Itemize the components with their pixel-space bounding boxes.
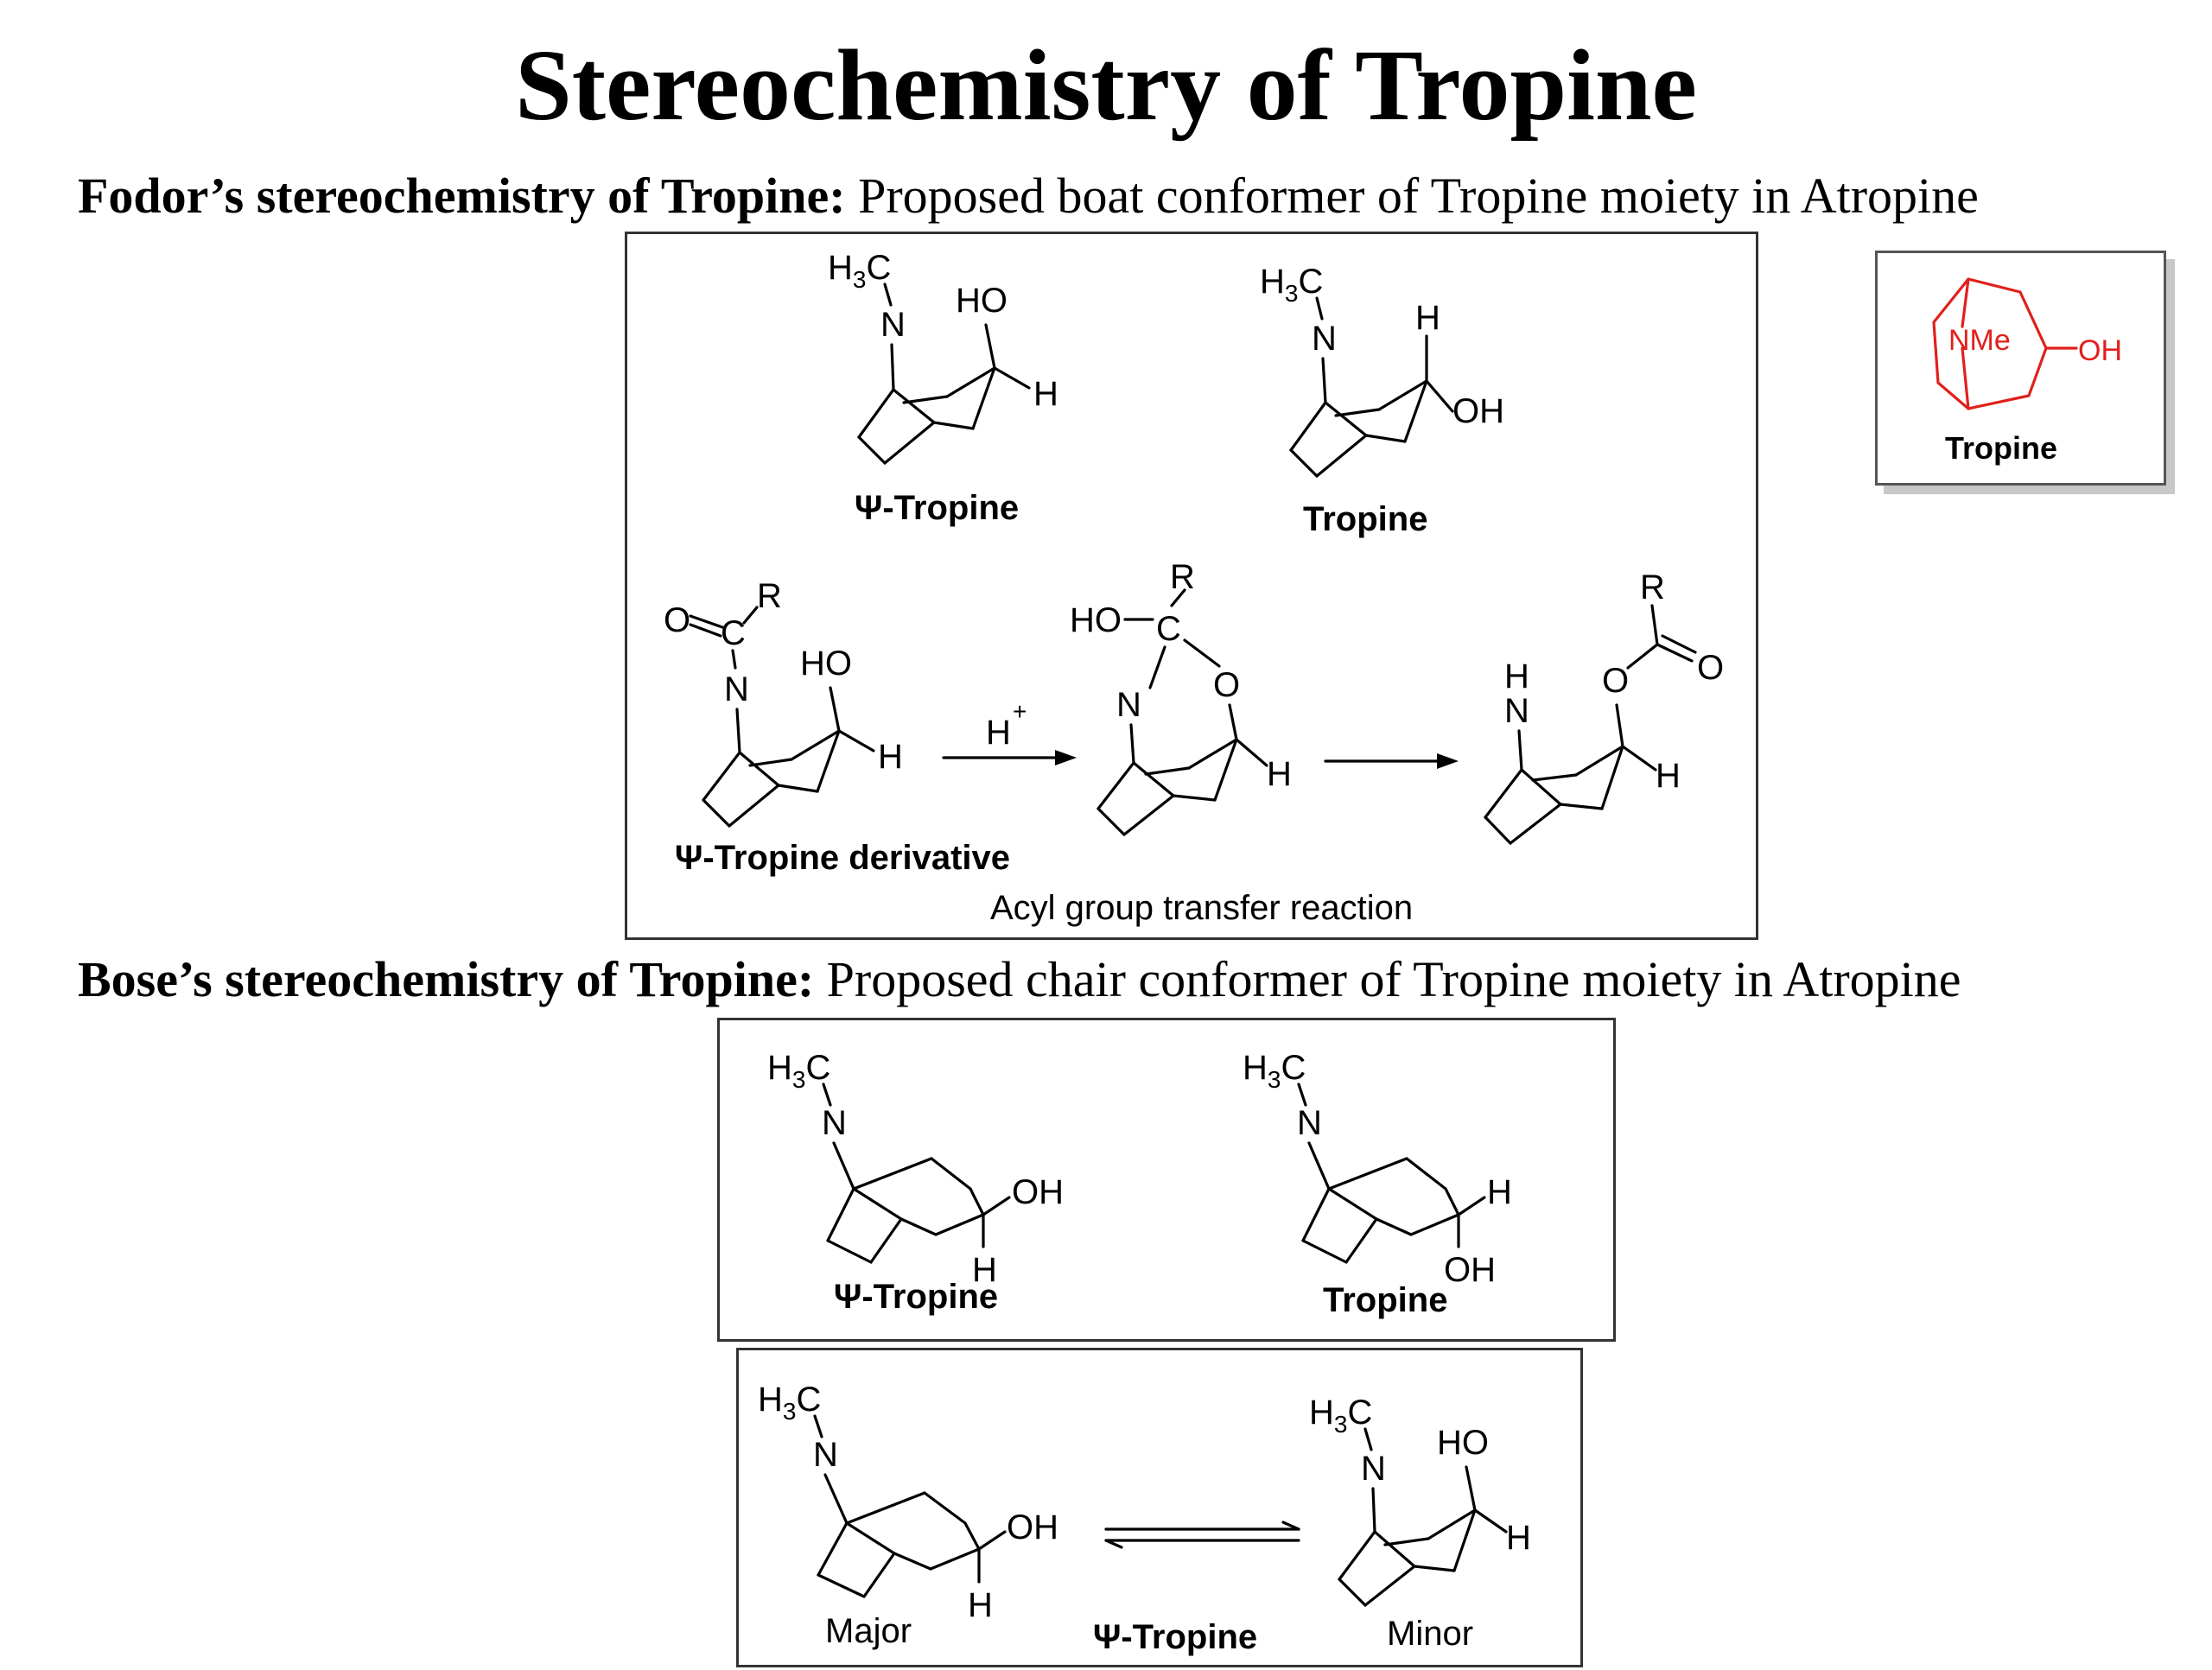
acyl-transfer-product-structure: H N H O R O: [1484, 568, 1724, 845]
h3c-atom-label: H3C: [1243, 1049, 1306, 1093]
acyl-transfer-caption: Acyl group transfer reaction: [990, 889, 1414, 927]
h-atom-label: H: [878, 738, 903, 776]
bose-heading-bold: Bose’s stereochemistry of Tropine:: [78, 951, 815, 1007]
equilibrium-arrows: [1104, 1521, 1300, 1549]
psi-tropine-boat-structure: H3C N HO H: [828, 249, 1058, 465]
oh-label: OH: [2078, 334, 2122, 367]
bose-structures: H3C N OH H H3C N: [767, 1049, 1512, 1289]
fodor-heading-text: Proposed boat conformer of Tropine moiet…: [845, 168, 1979, 224]
h-atom-label: H: [1506, 1519, 1531, 1557]
h3c-atom-label: H3C: [828, 249, 891, 293]
n-atom-label: N: [880, 306, 906, 344]
o-atom-label: O: [1602, 662, 1629, 700]
ho-atom-label: HO: [1437, 1424, 1489, 1462]
h3c-atom-label: H3C: [1260, 263, 1323, 307]
h-atom-label: H: [972, 1251, 997, 1289]
h-atom-label: H: [1487, 1173, 1512, 1211]
fodor-boat-conformer-panel: H3C N HO H H3C N: [625, 232, 1758, 940]
c-atom-label: C: [1156, 610, 1181, 648]
tropine-boat-structure: H3C N H OH: [1260, 263, 1504, 478]
fodor-heading-bold: Fodor’s stereochemistry of Tropine:: [78, 168, 846, 224]
ho-atom-label: HO: [1070, 601, 1122, 639]
h-plus-reagent-label: H: [986, 714, 1011, 752]
ho-atom-label: HO: [956, 282, 1007, 320]
nh-h-atom-label: H: [1504, 657, 1529, 695]
reaction-arrow: [1324, 753, 1459, 769]
equilibrium-structures: H3C N OH H H3C: [758, 1381, 1531, 1624]
equilibrium-psi-tropine-label: Ψ-Tropine: [1093, 1618, 1258, 1656]
r-atom-label: R: [757, 577, 782, 615]
bose-heading: Bose’s stereochemistry of Tropine: Propo…: [78, 955, 1961, 1005]
bose-equilibrium-panel: H3C N OH H H3C: [736, 1348, 1583, 1667]
tropine-inset-label: Tropine: [1945, 430, 2058, 466]
n-atom-label: N: [822, 1104, 847, 1142]
bose-tropine-label: Tropine: [1323, 1281, 1448, 1319]
h3c-atom-label: H3C: [1309, 1394, 1372, 1438]
h-atom-label: H: [968, 1586, 993, 1624]
oh-atom-label: OH: [1452, 392, 1504, 430]
n-atom-label: N: [1116, 686, 1141, 724]
h-atom-label: H: [1033, 375, 1058, 413]
n-atom-label: N: [724, 670, 749, 708]
tropine-chair-structure: H3C N H OH: [1243, 1049, 1512, 1289]
oh-atom-label: OH: [1012, 1173, 1064, 1211]
fodor-heading: Fodor’s stereochemistry of Tropine: Prop…: [78, 171, 1979, 221]
o-double-bond-label: O: [664, 601, 690, 639]
reaction-arrow-acid: H +: [942, 698, 1077, 765]
n-atom-label: N: [1312, 320, 1337, 358]
minor-boat-structure: H3C N HO H: [1309, 1394, 1531, 1607]
h3c-atom-label: H3C: [758, 1381, 821, 1425]
tropine-red-structure: NMe OH: [1932, 277, 2122, 410]
oh-atom-label: OH: [1007, 1508, 1058, 1546]
r-atom-label: R: [1640, 568, 1665, 606]
major-chair-structure: H3C N OH H: [758, 1381, 1058, 1624]
psi-tropine-derivative-structure: O C R N HO H: [664, 577, 903, 828]
h-atom-label: H: [1267, 755, 1292, 793]
h-atom-label: H: [1656, 757, 1681, 795]
r-atom-label: R: [1170, 558, 1195, 596]
bose-psi-tropine-label: Ψ-Tropine: [834, 1278, 999, 1316]
cyclic-intermediate-structure: HO C R O N H: [1070, 558, 1292, 836]
o-atom-label: O: [1213, 666, 1240, 704]
plus-charge-label: +: [1013, 698, 1027, 725]
psi-tropine-derivative-label: Ψ-Tropine derivative: [675, 839, 1011, 877]
tropine-label: Tropine: [1303, 500, 1428, 538]
nme-label: NMe: [1948, 324, 2011, 357]
bose-chair-conformer-panel: H3C N OH H H3C N: [717, 1018, 1616, 1342]
h-atom-label: H: [1415, 299, 1440, 337]
ho-atom-label: HO: [800, 645, 852, 683]
bose-heading-text: Proposed chair conformer of Tropine moie…: [814, 951, 1961, 1007]
n-atom-label: N: [1297, 1104, 1322, 1142]
h3c-atom-label: H3C: [767, 1049, 830, 1093]
n-atom-label: N: [813, 1436, 838, 1474]
psi-tropine-chair-structure: H3C N OH H: [767, 1049, 1064, 1289]
o-carbonyl-label: O: [1697, 649, 1724, 687]
minor-label: Minor: [1387, 1615, 1474, 1653]
fodor-structures: H3C N HO H H3C N: [664, 249, 1724, 845]
major-label: Major: [825, 1612, 912, 1650]
n-atom-label: N: [1361, 1450, 1386, 1488]
page-title: Stereochemistry of Tropine: [515, 29, 1697, 142]
n-atom-label: N: [1504, 692, 1529, 730]
psi-tropine-label: Ψ-Tropine: [855, 489, 1020, 527]
tropine-inset-panel: NMe OH Tropine: [1875, 251, 2166, 486]
c-atom-label: C: [721, 614, 746, 652]
oh-atom-label: OH: [1444, 1251, 1496, 1289]
